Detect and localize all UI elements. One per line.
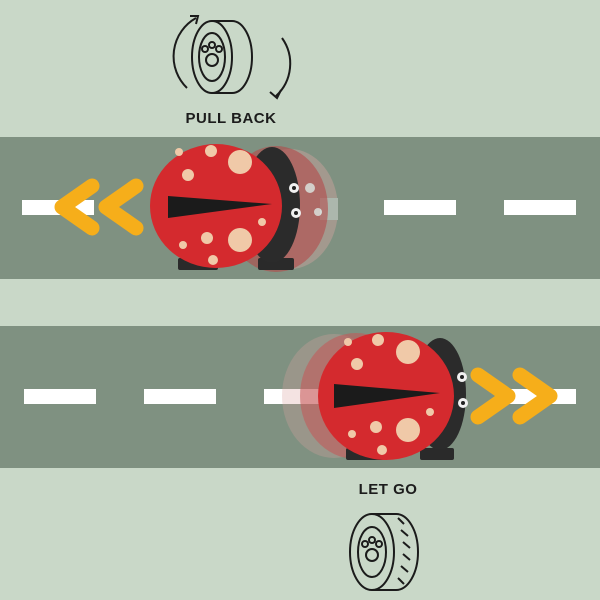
lane-marking bbox=[144, 389, 216, 404]
chevron-left-arrows bbox=[54, 178, 144, 236]
let-go-label: LET GO bbox=[358, 481, 418, 498]
lane-marking bbox=[24, 389, 96, 404]
chevron-right-arrows bbox=[470, 367, 558, 425]
lane-marking bbox=[384, 200, 456, 215]
lane-marking bbox=[504, 200, 576, 215]
pull-back-label: PULL BACK bbox=[185, 110, 277, 127]
